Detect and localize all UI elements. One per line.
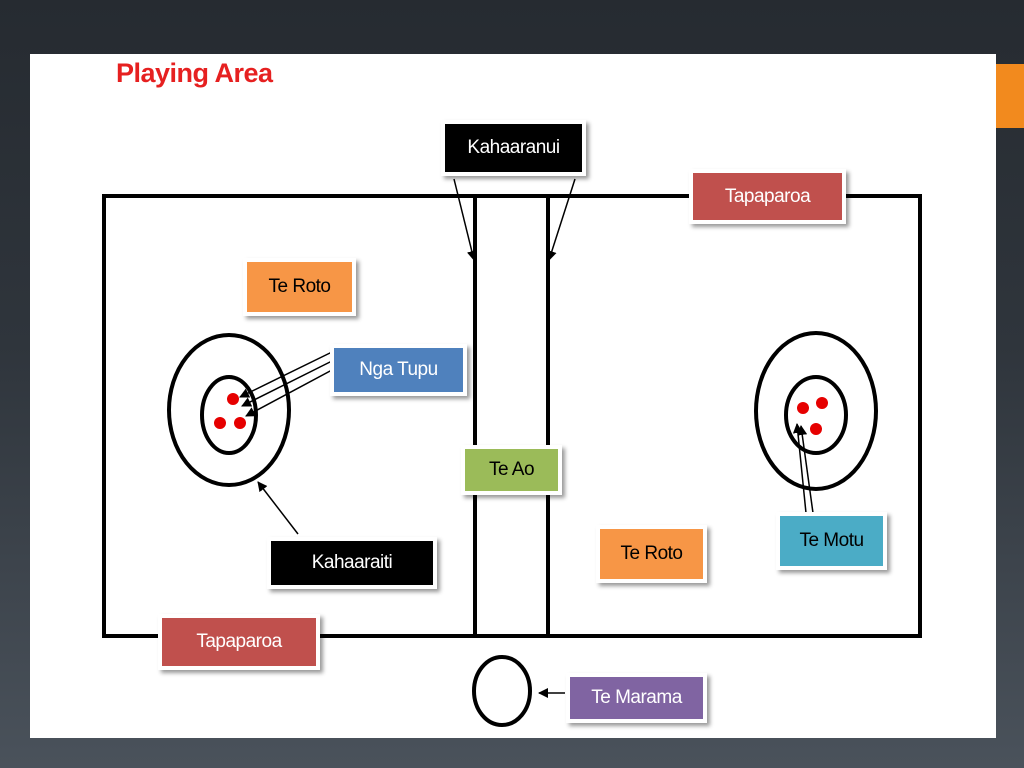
right-inner-ring xyxy=(784,375,848,455)
label-te-marama: Te Marama xyxy=(566,673,707,723)
arrow-nga-tupu-1 xyxy=(239,351,333,398)
field-boundary xyxy=(102,194,922,638)
label-te-roto-left: Te Roto xyxy=(243,258,356,316)
label-kahaaranui: Kahaaranui xyxy=(441,120,586,176)
label-te-motu: Te Motu xyxy=(776,512,887,570)
te-marama-circle xyxy=(472,655,532,727)
left-stone xyxy=(234,417,246,429)
right-stone xyxy=(797,402,809,414)
label-nga-tupu: Nga Tupu xyxy=(330,344,467,396)
arrow-nga-tupu-3 xyxy=(245,369,333,417)
slide-title: Playing Area xyxy=(116,58,273,88)
label-te-roto-right: Te Roto xyxy=(596,525,707,583)
arrow-te-motu-1 xyxy=(792,423,807,514)
left-stone xyxy=(214,417,226,429)
label-kahaaraiti: Kahaaraiti xyxy=(267,537,437,589)
left-outer-ring xyxy=(167,333,291,487)
label-te-ao: Te Ao xyxy=(461,445,562,495)
arrow-kahaaranui-right xyxy=(546,178,576,261)
label-tapaparoa-top: Tapaparoa xyxy=(689,169,846,224)
arrow-nga-tupu-2 xyxy=(241,360,333,407)
right-stone xyxy=(810,423,822,435)
arrow-te-motu-2 xyxy=(797,425,814,514)
arrow-kahaaraiti xyxy=(257,481,299,535)
label-tapaparoa-bottom: Tapaparoa xyxy=(158,614,320,670)
arrow-kahaaranui-left xyxy=(453,178,477,261)
slide: Playing Area xyxy=(30,54,996,738)
right-outer-ring xyxy=(754,331,878,491)
right-stone xyxy=(816,397,828,409)
orange-accent-tab xyxy=(996,64,1024,128)
left-stone xyxy=(227,393,239,405)
playing-area-diagram xyxy=(102,178,922,727)
